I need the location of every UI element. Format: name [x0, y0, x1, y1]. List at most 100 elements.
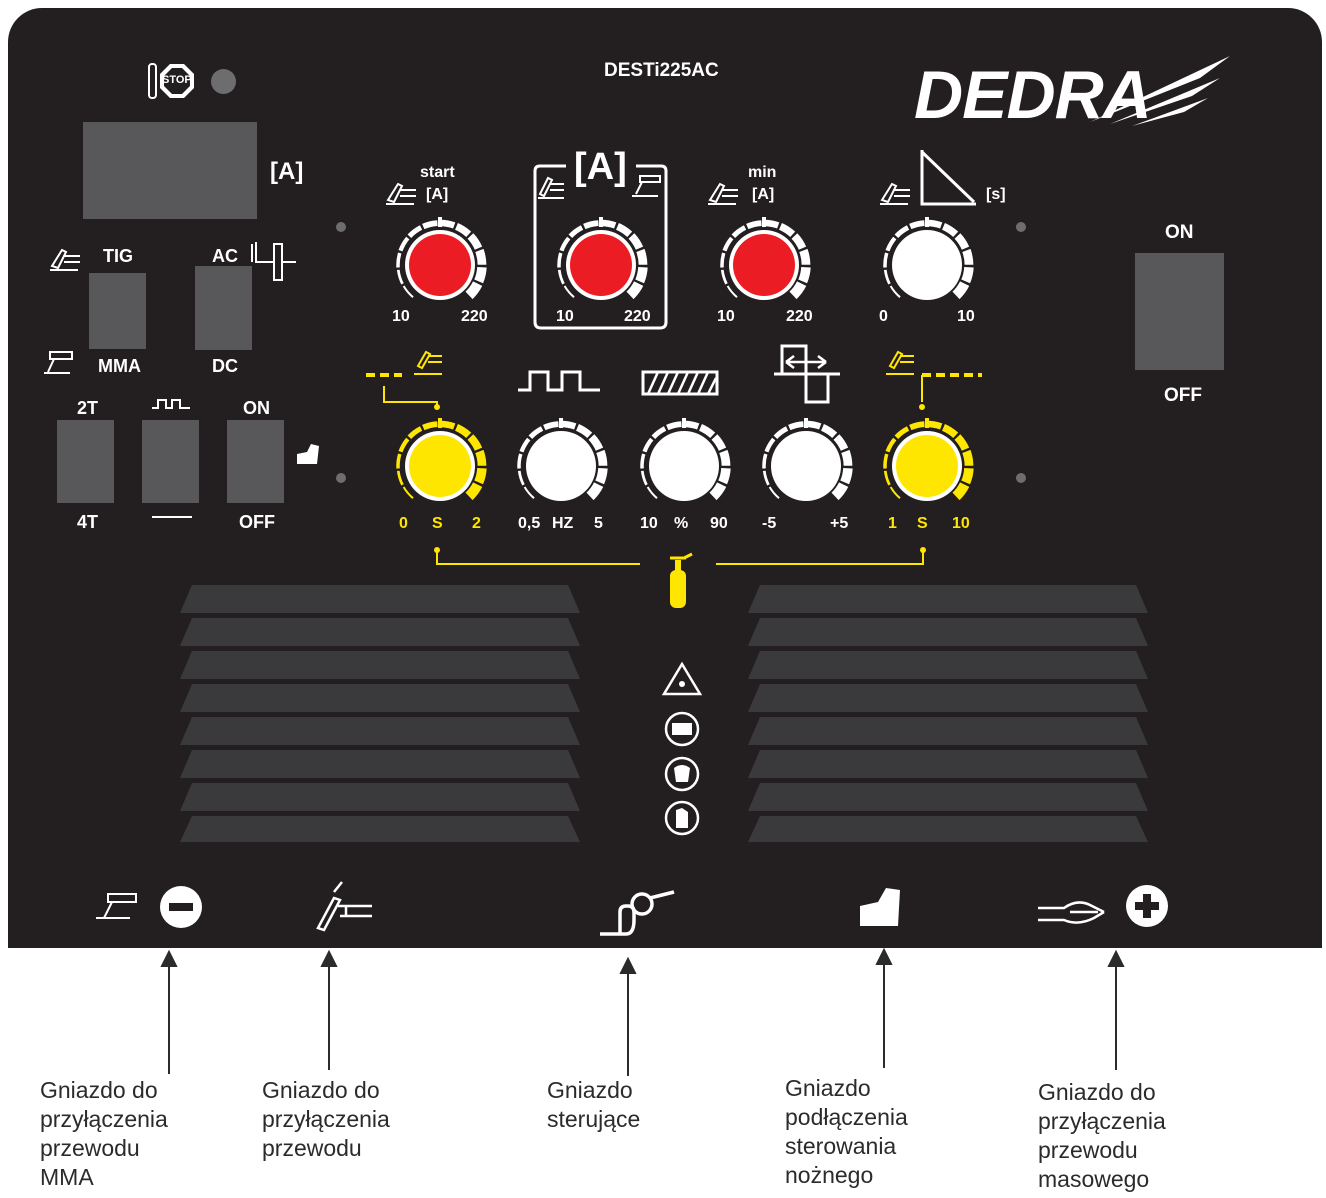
ground-socket-icons	[1038, 885, 1168, 927]
tig-label: TIG	[103, 246, 133, 266]
gloves-icon	[664, 800, 700, 836]
pulse-duty-icon	[641, 370, 719, 396]
min-unit: [A]	[752, 186, 775, 203]
knob-pulse_freq[interactable]	[517, 418, 608, 501]
warning-icon	[661, 661, 703, 696]
indicator-led-4	[1016, 473, 1026, 483]
caption-torch-socket: Gniazdo do przyłączenia przewodu	[262, 1077, 390, 1161]
main-max-label: 220	[624, 308, 651, 325]
remote-onoff-switch[interactable]	[227, 420, 284, 503]
dc-label: DC	[212, 356, 238, 376]
min-max-label: 220	[786, 308, 813, 325]
stop-indicator	[148, 63, 194, 99]
ground-clamp-icon	[1038, 901, 1105, 924]
torch-icon-start	[386, 182, 416, 205]
knob-main[interactable]	[557, 217, 648, 300]
pulse-icon	[152, 399, 190, 409]
tig-torch-socket-icon	[316, 881, 372, 932]
safety-icons	[661, 661, 703, 836]
pregas-icon	[366, 350, 442, 410]
pregas-max-label: 2	[472, 515, 481, 532]
caption-mma-socket: Gniazdo do przyłączenia przewodu MMA	[40, 1077, 168, 1190]
indicator-led-2	[1016, 222, 1026, 232]
balance-max-label: +5	[830, 515, 849, 532]
slope-max-label: 10	[957, 308, 975, 325]
manual-icon	[664, 711, 700, 747]
control-socket-icon	[600, 890, 675, 936]
start-title: start	[420, 164, 455, 181]
pulse-switch[interactable]	[142, 420, 199, 503]
ac-balance-icon	[774, 344, 840, 404]
pulse-duty-min-label: 10	[640, 515, 658, 532]
ac-dc-switch[interactable]	[195, 266, 252, 350]
mma-label: MMA	[98, 356, 141, 376]
pregas-min-label: 0	[399, 515, 408, 532]
postgas-min-label: 1	[888, 515, 897, 532]
2t-4t-switch[interactable]	[57, 420, 114, 503]
gas-bottle-icon	[670, 552, 693, 608]
knob-ac_balance[interactable]	[762, 418, 853, 501]
knob-start[interactable]	[396, 217, 487, 300]
mask-icon	[664, 756, 700, 792]
main-current-frame	[533, 164, 668, 330]
pulse-duty-max-label: 90	[710, 515, 728, 532]
indicator-led-1	[336, 222, 346, 232]
pulse-frequency-icon	[518, 370, 600, 392]
stop-label: STOP	[162, 74, 192, 86]
brand-logo: DEDRA	[914, 57, 1152, 133]
gas-connection-line	[434, 547, 926, 565]
slope-unit: [s]	[986, 186, 1006, 203]
caption-control-socket: Gniazdo sterujące	[547, 1077, 641, 1132]
knob-slope[interactable]	[883, 217, 974, 300]
mma-socket-icons	[96, 886, 202, 928]
main-min-label: 10	[556, 308, 574, 325]
balance-min-label: -5	[762, 515, 777, 532]
postgas-max-label: 10	[952, 515, 970, 532]
power-switch[interactable]	[1135, 253, 1224, 370]
min-min-label: 10	[717, 308, 735, 325]
pulse-duty-unit-label: %	[674, 515, 689, 532]
current-display	[83, 122, 257, 219]
ac-label: AC	[212, 246, 238, 266]
start-min-label: 10	[392, 308, 410, 325]
2t-label: 2T	[77, 398, 99, 418]
pregas-unit-label: S	[432, 515, 443, 532]
power-on-label: ON	[1165, 222, 1194, 243]
remote-off-label: OFF	[239, 512, 275, 532]
tig-mma-switch[interactable]	[89, 273, 146, 349]
knob-pulse_duty[interactable]	[640, 418, 731, 501]
torch-icon-slope	[880, 182, 910, 205]
indicator-led-3	[336, 473, 346, 483]
min-title: min	[748, 164, 777, 181]
display-unit: [A]	[270, 158, 304, 185]
tig-torch-icon	[50, 248, 80, 271]
4t-label: 4T	[77, 512, 99, 532]
power-off-label: OFF	[1164, 385, 1202, 406]
main-current-title: [A]	[574, 146, 627, 188]
slope-min-label: 0	[879, 308, 888, 325]
model-name: DESTi225AC	[604, 60, 719, 81]
postgas-unit-label: S	[917, 515, 928, 532]
torch-icon-min	[708, 182, 738, 205]
knob-postgas[interactable]	[883, 418, 974, 501]
foot-pedal-icon	[297, 444, 319, 464]
knob-pregas[interactable]	[396, 418, 487, 501]
postgas-icon	[886, 350, 982, 410]
stop-led	[211, 69, 236, 94]
ac-waveform-icon	[251, 242, 296, 281]
start-max-label: 220	[461, 308, 488, 325]
downslope-icon	[920, 150, 976, 206]
pulse-freq-max-label: 5	[594, 515, 603, 532]
no-pulse-icon	[152, 516, 192, 518]
electrode-holder-socket-icon	[96, 901, 130, 919]
pulse-freq-unit-label: HZ	[552, 515, 574, 532]
knob-min[interactable]	[720, 217, 811, 300]
caption-ground-socket: Gniazdo do przyłączenia przewodu masoweg…	[1038, 1079, 1166, 1192]
foot-control-socket-icon	[860, 888, 900, 926]
brand-swoosh-icon	[1090, 56, 1230, 126]
pulse-freq-min-label: 0,5	[518, 515, 541, 532]
remote-on-label: ON	[243, 398, 270, 418]
